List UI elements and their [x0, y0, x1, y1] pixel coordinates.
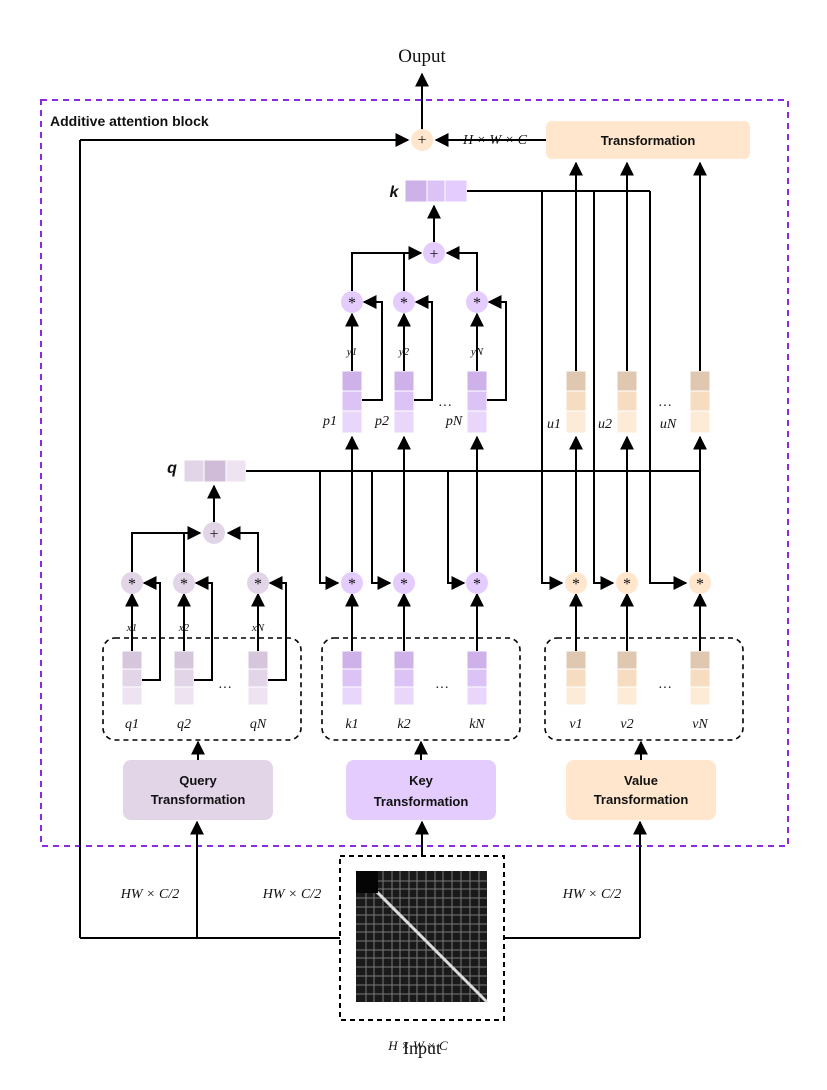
key-transformation-box — [346, 760, 496, 820]
k-global-vector — [404, 179, 468, 203]
query-mul-node-N — [247, 572, 269, 594]
p-mul-symbol-1: * — [348, 295, 356, 312]
key-branch-dims: HW × C/2 — [262, 887, 321, 902]
x2-label: x2 — [178, 622, 190, 634]
value-box-line2: Transformation — [594, 792, 689, 807]
pN-label: pN — [445, 414, 463, 429]
key-box-line2: Transformation — [374, 794, 469, 809]
input-matrix-image — [354, 869, 489, 1004]
q1-vector — [121, 650, 143, 706]
value-mul-symbol-N: * — [696, 576, 704, 593]
q2-vector — [173, 650, 195, 706]
query-mul-node-2 — [173, 572, 195, 594]
value-mul-node-1 — [565, 572, 587, 594]
vN-vector — [689, 650, 711, 706]
transformation-box — [546, 121, 750, 159]
key-mul-symbol-2: * — [400, 576, 408, 593]
y2-label: y2 — [398, 346, 410, 358]
value-mul-node-2 — [616, 572, 638, 594]
q1-label: q1 — [125, 717, 139, 732]
v1-vector — [565, 650, 587, 706]
output-add-node — [411, 129, 433, 151]
v2-label: v2 — [620, 717, 633, 732]
key-ellipsis: ··· — [435, 681, 449, 696]
xN-label: xN — [251, 622, 265, 634]
value-transformation-box — [566, 760, 716, 820]
kN-vector — [466, 650, 488, 706]
uN-vector — [689, 370, 711, 434]
u-ellipsis: ··· — [658, 399, 672, 414]
value-branch-dims: HW × C/2 — [562, 887, 621, 902]
query-add-symbol: + — [209, 526, 218, 543]
output-add-symbol: + — [417, 132, 426, 149]
k1-label: k1 — [345, 717, 358, 732]
p-mul-symbol-N: * — [473, 295, 481, 312]
key-mul-node-N — [466, 572, 488, 594]
q-global-vector — [183, 459, 247, 483]
p-mul-symbol-2: * — [400, 295, 408, 312]
p-ellipsis: ··· — [438, 399, 452, 414]
u2-label: u2 — [598, 417, 612, 432]
query-mul-node-1 — [121, 572, 143, 594]
key-add-symbol: + — [429, 246, 438, 263]
q2-label: q2 — [177, 717, 191, 732]
y1-label: y1 — [346, 346, 357, 358]
p2-label: p2 — [374, 414, 389, 429]
key-mul-node-1 — [341, 572, 363, 594]
p1-vector — [341, 370, 363, 434]
v1-label: v1 — [569, 717, 582, 732]
key-box-line1: Key — [409, 773, 434, 788]
input-dims-label: H × W × C — [387, 1038, 448, 1053]
k2-vector — [393, 650, 415, 706]
u1-label: u1 — [547, 417, 561, 432]
yN-label: yN — [470, 346, 484, 358]
u2-vector — [616, 370, 638, 434]
k1-vector — [341, 650, 363, 706]
pN-vector — [466, 370, 488, 434]
k2-label: k2 — [397, 717, 410, 732]
q-global-label: q — [167, 460, 177, 477]
value-mul-symbol-2: * — [623, 576, 631, 593]
output-label: Ouput — [398, 46, 446, 67]
input-label: Input — [403, 1038, 441, 1058]
query-ellipsis: ··· — [218, 681, 232, 696]
p-mul-node-2 — [393, 291, 415, 313]
query-mul-symbol-2: * — [180, 576, 188, 593]
kN-label: kN — [469, 717, 485, 732]
attention-block-border — [40, 99, 789, 847]
query-mul-symbol-1: * — [128, 576, 136, 593]
vN-label: vN — [692, 717, 708, 732]
transformation-label: Transformation — [601, 133, 696, 148]
p1-label: p1 — [322, 414, 337, 429]
p2-vector — [393, 370, 415, 434]
value-mul-symbol-1: * — [572, 576, 580, 593]
block-label: Additive attention block — [50, 113, 209, 129]
uN-label: uN — [660, 417, 677, 432]
v2-vector — [616, 650, 638, 706]
query-mul-symbol-N: * — [254, 576, 262, 593]
key-add-node — [423, 242, 445, 264]
x1-label: x1 — [126, 622, 137, 634]
value-mul-node-N — [689, 572, 711, 594]
query-transformation-box — [123, 760, 273, 820]
value-ellipsis: ··· — [658, 681, 672, 696]
key-mul-symbol-1: * — [348, 576, 356, 593]
qN-label: qN — [250, 717, 267, 732]
query-box-line2: Transformation — [151, 792, 246, 807]
k-global-label: k — [390, 184, 400, 201]
qN-vector — [247, 650, 269, 706]
p-mul-node-1 — [341, 291, 363, 313]
u1-vector — [565, 370, 587, 434]
key-mul-node-2 — [393, 572, 415, 594]
query-add-node — [203, 522, 225, 544]
key-mul-symbol-N: * — [473, 576, 481, 593]
query-box-line1: Query — [179, 773, 217, 788]
value-box-line1: Value — [624, 773, 658, 788]
p-mul-node-N — [466, 291, 488, 313]
query-branch-dims: HW × C/2 — [120, 887, 179, 902]
